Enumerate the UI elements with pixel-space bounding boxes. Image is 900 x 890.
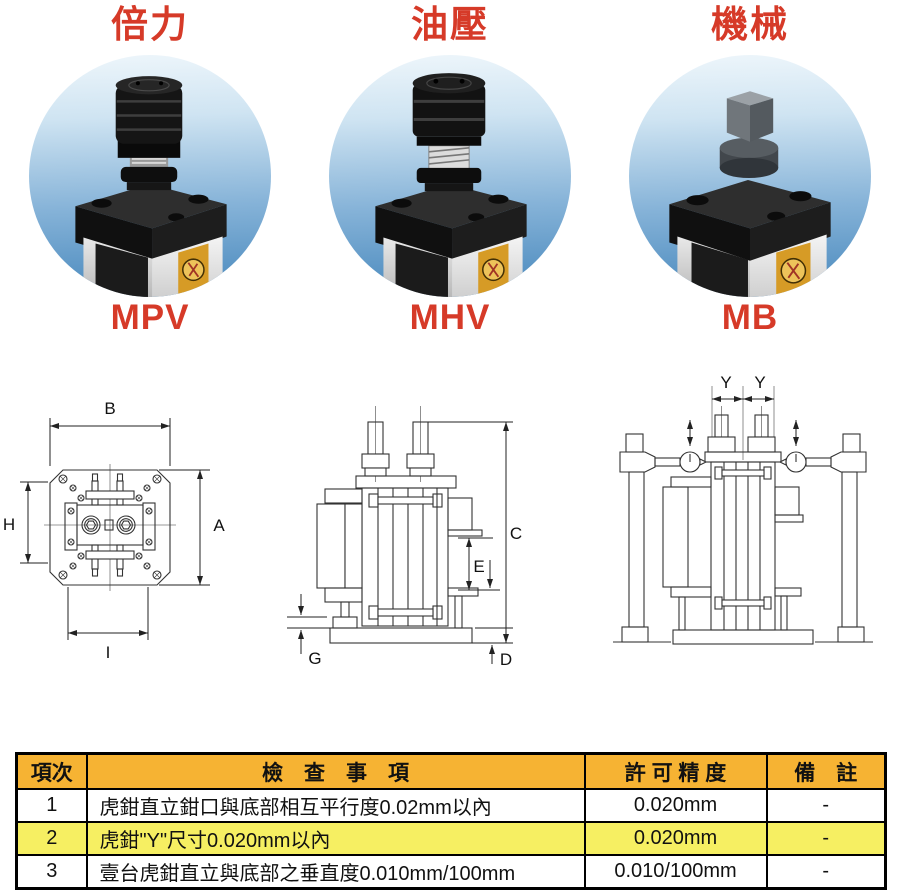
dimension-i: I xyxy=(67,587,149,662)
vise-front-body xyxy=(662,451,814,645)
product-column-mpv: 倍力 xyxy=(0,0,300,338)
side-view-drawing: C E G D xyxy=(287,406,522,669)
cell-remark: - xyxy=(765,788,887,823)
vise-photo-illustration xyxy=(375,72,527,297)
cell-remark: - xyxy=(765,854,887,890)
vise-photo-illustration xyxy=(75,75,227,297)
base-plate xyxy=(329,627,473,644)
vise-side-body xyxy=(355,475,457,627)
table-header-row: 項次 檢 查 事 項 許 可 精 度 備 註 xyxy=(15,752,887,790)
product-model-label: MPV xyxy=(110,297,190,337)
header-item-no: 項次 xyxy=(15,752,88,790)
cell-item: 虎鉗"Y"尺寸0.020mm以內 xyxy=(85,821,586,856)
product-column-mb: 機械 xyxy=(600,0,900,338)
dial-indicator-stand-right xyxy=(778,420,867,643)
dim-label-y-left: Y xyxy=(720,373,731,392)
clamp-screws xyxy=(707,406,776,453)
fixed-jaw-and-workpiece xyxy=(316,488,363,629)
hydraulic-knob-with-spring xyxy=(412,72,486,191)
cell-no: 3 xyxy=(15,854,88,890)
gold-label xyxy=(478,243,509,297)
dial-indicator-right xyxy=(778,451,807,473)
clamp-screws xyxy=(361,406,435,482)
dim-label-i: I xyxy=(106,643,111,662)
gold-label xyxy=(178,243,209,297)
dimension-h: H xyxy=(3,481,48,564)
product-photo-row: 倍力 xyxy=(0,0,900,338)
gold-label xyxy=(776,242,811,297)
dim-label-c: C xyxy=(510,524,522,543)
vise-body xyxy=(669,179,831,297)
gauge-setup-drawing: Y Y xyxy=(613,373,873,645)
table-row: 3 壹台虎鉗直立與底部之垂直度0.010mm/100mm 0.010/100mm… xyxy=(15,854,887,890)
center-assembly xyxy=(76,473,144,577)
dim-label-e: E xyxy=(473,557,484,576)
dimension-a: A xyxy=(159,469,225,586)
top-view-drawing: B H A I xyxy=(3,399,225,662)
table-row-highlighted: 2 虎鉗"Y"尺寸0.020mm以內 0.020mm - xyxy=(15,821,887,856)
cell-no: 1 xyxy=(15,788,88,823)
header-inspection-item: 檢 查 事 項 xyxy=(85,752,586,790)
vise-body xyxy=(75,183,227,297)
header-tolerance: 許 可 精 度 xyxy=(583,752,768,790)
product-type-label: 倍力 xyxy=(111,4,189,45)
dim-label-g: G xyxy=(308,649,321,668)
header-remark: 備 註 xyxy=(765,752,887,790)
vise-photo-illustration xyxy=(669,90,831,297)
cell-item: 虎鉗直立鉗口與底部相互平行度0.02mm以內 xyxy=(85,788,586,823)
product-type-label: 機械 xyxy=(711,4,789,45)
product-column-mhv: 油壓 xyxy=(300,0,600,338)
product-type-label: 油壓 xyxy=(411,4,489,45)
cell-tolerance: 0.020mm xyxy=(583,788,768,823)
cell-remark: - xyxy=(765,821,887,856)
square-drive-stud xyxy=(719,90,779,178)
cell-no: 2 xyxy=(15,821,88,856)
cell-item: 壹台虎鉗直立與底部之垂直度0.010mm/100mm xyxy=(85,854,586,890)
dim-label-y-right: Y xyxy=(754,373,765,392)
vise-top-outline xyxy=(44,464,176,591)
dial-indicator-stand-left xyxy=(619,420,708,643)
dim-label-d: D xyxy=(500,650,512,669)
dimension-c: C xyxy=(428,421,522,644)
dial-indicator-left xyxy=(679,451,708,473)
dimension-b: B xyxy=(49,399,171,466)
table-row: 1 虎鉗直立鉗口與底部相互平行度0.02mm以內 0.020mm - xyxy=(15,788,887,823)
product-model-label: MB xyxy=(721,297,779,337)
product-photo-mpv xyxy=(29,54,271,297)
ribbed-power-knob xyxy=(115,75,183,190)
cell-tolerance: 0.020mm xyxy=(583,821,768,856)
product-photo-mb xyxy=(629,54,871,297)
dim-label-b: B xyxy=(104,399,115,418)
dimension-e: E xyxy=(458,537,500,591)
inspection-table: 項次 檢 查 事 項 許 可 精 度 備 註 1 虎鉗直立鉗口與底部相互平行度0… xyxy=(15,752,887,890)
dim-label-a: A xyxy=(213,516,225,535)
base-plate xyxy=(672,629,814,645)
cell-tolerance: 0.010/100mm xyxy=(583,854,768,890)
dimension-g: G xyxy=(287,594,330,668)
dimension-d: D xyxy=(475,627,513,669)
dim-label-h: H xyxy=(3,515,15,534)
product-photo-mhv xyxy=(329,54,571,297)
product-model-label: MHV xyxy=(409,297,491,337)
vise-body xyxy=(375,183,527,297)
